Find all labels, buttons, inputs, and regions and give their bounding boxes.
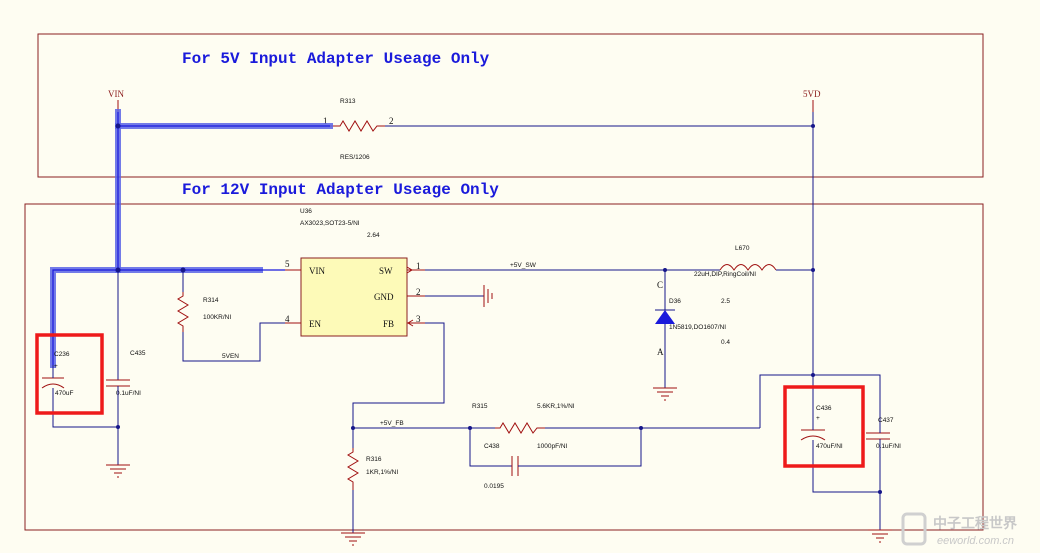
wire-5vd-bypass: [759, 374, 881, 428]
c236-value: 470uF: [55, 390, 73, 397]
d36-value: 1N5819,DO1607/NI: [669, 324, 726, 331]
ground-symbol-d36: [653, 387, 677, 401]
vin-highlight-top: [115, 109, 333, 129]
u36-pinnum-en: 4: [285, 314, 290, 324]
r313-value: RES/1206: [340, 154, 370, 161]
u36-ref: U36: [300, 208, 312, 215]
section-12v-box: [24, 203, 984, 531]
u36-fb-arrow: [407, 319, 414, 327]
d36-cathode: C: [657, 280, 663, 290]
u36-value: AX3023,SOT23-5/NI: [300, 220, 360, 227]
r315-symbol: [495, 422, 545, 434]
highlight-box-c436: [783, 385, 865, 468]
u36-pin-en: EN: [309, 319, 321, 329]
section-5v-title: For 5V Input Adapter Useage Only: [182, 50, 490, 68]
r314-value: 100KR/NI: [203, 314, 231, 321]
c236-ref: C236: [54, 351, 70, 358]
c236-plate-bottom: [41, 383, 65, 389]
net-label-5vd: 5VD: [803, 89, 821, 99]
c438-ref: C438: [484, 443, 500, 450]
r316-symbol: [347, 448, 359, 490]
watermark: 中子工程世界 eeworld.com.cn: [901, 512, 1018, 547]
junction-c236-gnd: [116, 425, 120, 429]
u36-pinnum-gnd: 2: [416, 287, 421, 297]
highlight-box-c236: [35, 333, 104, 415]
r313-pin1: 1: [323, 116, 328, 126]
wire-c438-right: [518, 428, 642, 467]
junction-vin-top: [115, 123, 121, 129]
c437-value: 0.1uF/NI: [876, 443, 901, 450]
ground-symbol-u36: [483, 285, 493, 307]
junction-5vd-top: [811, 124, 815, 128]
junction-5vd-l670: [811, 268, 815, 272]
c436-ref: C436: [816, 405, 832, 412]
u36-pinnum-fb: 3: [416, 314, 421, 324]
u36-pinnum-sw: 1: [416, 261, 421, 271]
r313-pin2: 2: [389, 116, 394, 126]
l670-symbol: [719, 264, 777, 271]
c438-extra: 0.0195: [484, 483, 504, 490]
r315-ref: R315: [472, 403, 488, 410]
u36-pinnum-vin: 5: [285, 259, 290, 269]
r316-value: 1KR,1%/NI: [366, 469, 398, 476]
c435-ref: C435: [130, 350, 146, 357]
c436-plate-bottom: [800, 435, 826, 441]
u36-pin-fb: FB: [383, 319, 394, 329]
c436-polarity: +: [816, 415, 820, 422]
c437-ref: C437: [878, 417, 894, 424]
d36-note1: 2.5: [721, 298, 730, 305]
section-5v-box: [37, 33, 984, 178]
net-label-5ven: 5VEN: [222, 353, 239, 360]
wire-c236-bottom: [52, 388, 118, 428]
d36-anode: A: [657, 347, 664, 357]
wire-en: [182, 322, 285, 362]
watermark-line1: 中子工程世界: [933, 515, 1018, 531]
l670-value: 22uH,DIP,RingCoil/NI: [694, 271, 756, 278]
u36-pin-sw: SW: [379, 266, 393, 276]
section-12v-title: For 12V Input Adapter Useage Only: [182, 181, 499, 199]
d36-ref: D36: [669, 298, 681, 305]
ground-symbol-c435: [106, 464, 130, 478]
c438-value: 1000pF/NI: [537, 443, 568, 450]
r316-ref: R316: [366, 456, 382, 463]
r314-ref: R314: [203, 297, 219, 304]
net-label-vin: VIN: [108, 89, 124, 99]
ground-symbol-c437: [868, 529, 892, 543]
watermark-line2: eeworld.com.cn: [937, 535, 1014, 547]
wire-fb: [352, 322, 445, 448]
d36-note2: 0.4: [721, 339, 730, 346]
r313-symbol: [330, 120, 385, 132]
u36-pin-gnd: GND: [374, 292, 394, 302]
net-label-fb: +5V_FB: [380, 420, 404, 427]
watermark-logo-icon: [901, 512, 927, 546]
d36-triangle: [655, 310, 675, 324]
u36-extra: 2.64: [367, 232, 380, 239]
r314-symbol: [177, 292, 189, 332]
c435-value: 0.1uF/NI: [116, 390, 141, 397]
ground-symbol-r316: [341, 532, 365, 546]
u36-body: [300, 257, 408, 337]
wire-c436-bottom: [812, 440, 880, 493]
net-label-sw: +5V_SW: [510, 262, 537, 269]
r313-ref: R313: [340, 98, 356, 105]
c436-value: 470uF/NI: [816, 443, 843, 450]
wire-c438-left: [469, 428, 512, 467]
junction-c436-gnd: [878, 490, 882, 494]
u36-sw-arrow: [406, 266, 413, 274]
l670-ref: L670: [735, 245, 750, 252]
c236-polarity: +: [54, 363, 58, 370]
r315-value: 5.6KR,1%/NI: [537, 403, 575, 410]
u36-pin-vin: VIN: [309, 266, 325, 276]
